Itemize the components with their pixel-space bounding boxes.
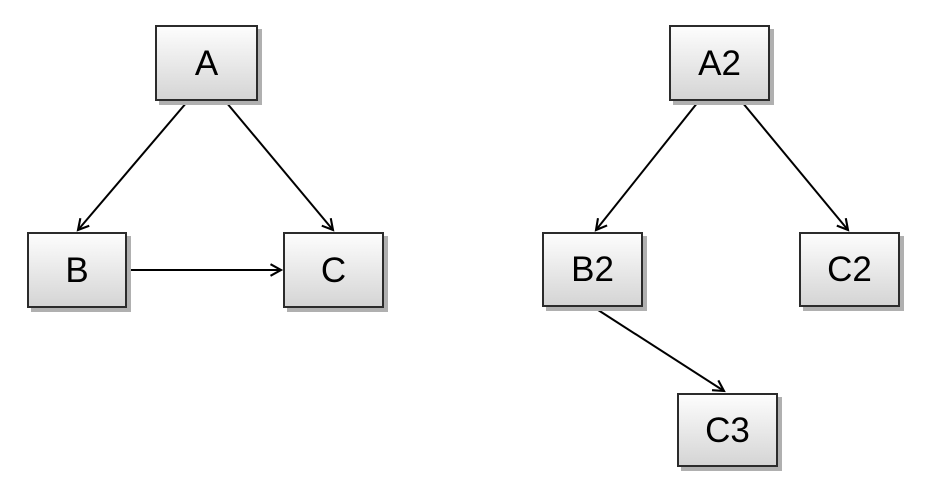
node-label: C2 — [827, 250, 872, 289]
node-A2[interactable]: A2 — [669, 25, 770, 101]
edge-A-B — [76, 101, 188, 232]
node-A[interactable]: A — [155, 25, 258, 101]
node-C2[interactable]: C2 — [799, 232, 900, 307]
node-B2[interactable]: B2 — [542, 232, 643, 307]
node-B[interactable]: B — [27, 232, 127, 308]
edge-B2-C3 — [594, 307, 726, 393]
node-label: A — [194, 43, 219, 83]
edge-A2-C2 — [741, 101, 850, 232]
edge-A2-B2 — [594, 101, 699, 232]
node-label: A2 — [698, 43, 741, 83]
node-label: B — [65, 250, 89, 290]
node-label: B2 — [571, 250, 614, 289]
edge-A-C — [225, 101, 335, 232]
node-C[interactable]: C — [283, 232, 384, 308]
node-label: C3 — [705, 410, 750, 450]
node-label: C — [320, 250, 347, 290]
node-C3[interactable]: C3 — [677, 393, 778, 467]
